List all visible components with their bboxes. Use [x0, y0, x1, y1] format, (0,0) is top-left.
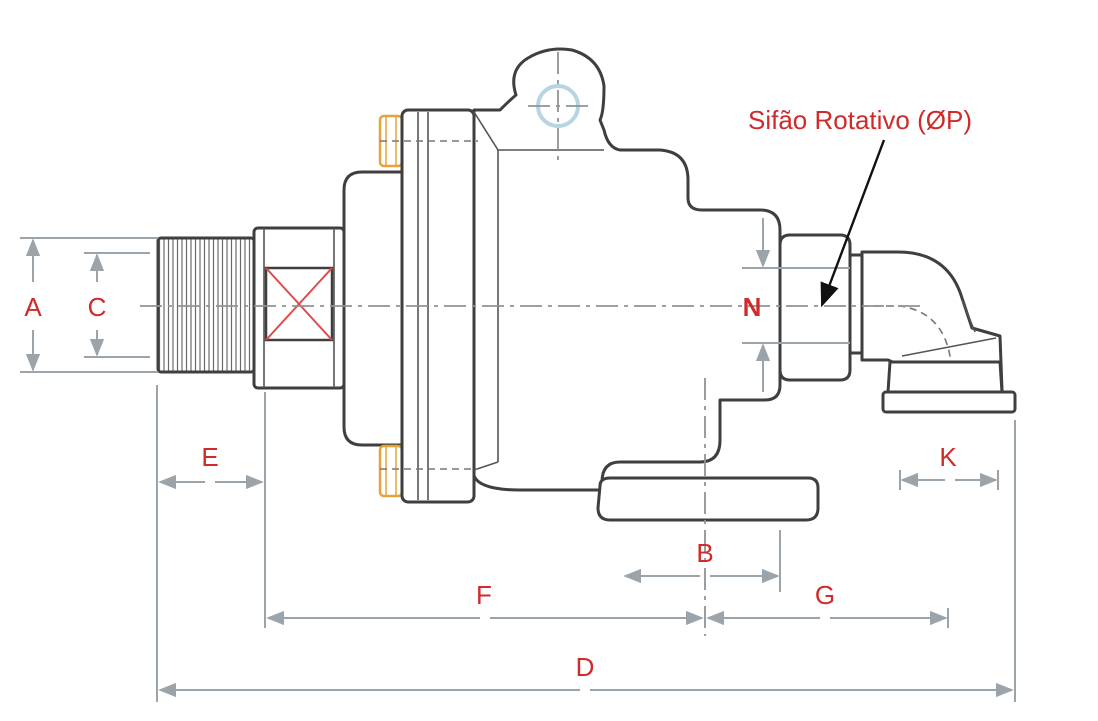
label-C: C	[88, 292, 107, 322]
label-B: B	[696, 538, 713, 568]
label-F: F	[476, 580, 492, 610]
siphon-elbow	[848, 250, 1017, 414]
rear-housing	[342, 170, 407, 447]
bolt-bottom	[378, 444, 404, 498]
siphon-leader	[820, 139, 886, 308]
main-body	[472, 47, 782, 492]
dim-C	[84, 252, 150, 358]
label-D: D	[576, 652, 595, 682]
dim-A	[20, 237, 158, 373]
threaded-inlet	[156, 236, 256, 374]
label-A: A	[24, 292, 42, 322]
label-siphon: Sifão Rotativo (ØP)	[748, 105, 972, 135]
label-G: G	[815, 580, 835, 610]
dim-K	[899, 470, 999, 490]
hex-nut	[252, 226, 346, 390]
label-N: N	[743, 292, 762, 322]
label-K: K	[939, 442, 957, 472]
bottom-outlet	[596, 476, 820, 522]
label-E: E	[201, 442, 218, 472]
dim-N	[742, 218, 850, 392]
